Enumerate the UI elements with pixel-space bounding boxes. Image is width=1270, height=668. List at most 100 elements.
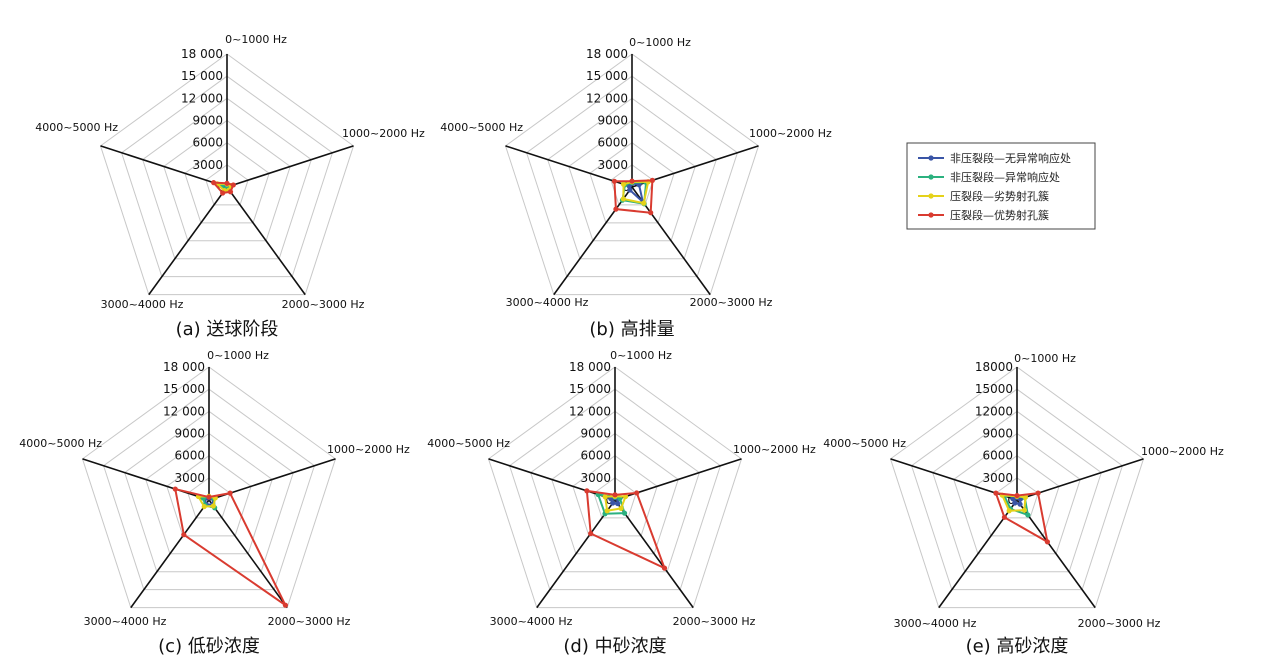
data-point — [1021, 507, 1027, 513]
data-point — [210, 503, 216, 509]
grid-ring — [572, 455, 658, 537]
axis-label: 1000~2000 Hz — [342, 127, 425, 140]
axis-label: 3000~4000 Hz — [101, 298, 184, 311]
tick-label: 18 000 — [569, 360, 611, 374]
grid-ring — [610, 164, 654, 206]
axis-spoke — [1016, 499, 1096, 609]
legend-label: 非压裂段—无异常响应处 — [950, 151, 1071, 165]
data-point — [211, 180, 217, 186]
grid-ring — [187, 477, 231, 519]
grid-ring — [99, 53, 355, 296]
axis-spoke — [505, 145, 633, 188]
data-point — [201, 503, 207, 510]
data-point — [627, 187, 633, 193]
data-point — [220, 190, 226, 196]
grid-ring — [205, 164, 249, 206]
axis-label: 1000~2000 Hz — [733, 443, 816, 456]
grid-ring — [889, 366, 1145, 609]
data-point — [172, 486, 178, 492]
data-point — [227, 490, 233, 496]
grid-ring — [163, 119, 291, 242]
axis-label: 3000~4000 Hz — [894, 617, 977, 630]
data-point — [634, 490, 640, 496]
data-point — [230, 182, 236, 188]
axis-label: 4000~5000 Hz — [823, 437, 906, 450]
data-point — [615, 500, 621, 507]
panel-caption: (b) 高排量 — [589, 319, 674, 340]
panel-caption: (a) 送球阶段 — [176, 319, 279, 340]
axis-label: 2000~3000 Hz — [690, 296, 773, 309]
data-point — [1025, 512, 1031, 518]
grid-ring — [487, 366, 743, 609]
data-point — [584, 488, 590, 494]
grid-ring — [589, 142, 675, 224]
data-point — [613, 206, 619, 212]
series-line — [613, 179, 654, 214]
grid-ring — [103, 388, 315, 591]
data-point — [1010, 496, 1016, 502]
tick-label: 9000 — [580, 427, 611, 441]
grid-ring — [504, 53, 760, 296]
grid-ring — [124, 410, 294, 573]
panel-caption: (d) 中砂浓度 — [563, 636, 666, 657]
tick-label: 3000 — [580, 471, 611, 485]
tick-label: 6000 — [982, 449, 1013, 463]
grid-ring — [121, 75, 333, 278]
tick-label: 15 000 — [163, 382, 205, 396]
axis-label: 0~1000 Hz — [1014, 352, 1076, 365]
data-point — [1014, 492, 1020, 499]
tick-label: 9000 — [174, 427, 205, 441]
data-point — [1006, 508, 1012, 514]
legend-swatch-marker — [928, 174, 934, 180]
tick-label: 18 000 — [163, 360, 205, 374]
axis-label: 1000~2000 Hz — [1141, 445, 1224, 458]
axis-label: 0~1000 Hz — [629, 36, 691, 49]
data-point — [604, 508, 610, 514]
tick-label: 9000 — [982, 427, 1013, 441]
grid-ring — [145, 432, 273, 555]
data-point — [1017, 501, 1023, 507]
data-point — [1035, 490, 1041, 496]
tick-label: 18 000 — [181, 47, 223, 61]
panel-caption: (e) 高砂浓度 — [966, 636, 1069, 657]
grid-ring — [526, 75, 738, 278]
tick-label: 15 000 — [569, 382, 611, 396]
legend-label: 压裂段—劣势射孔簇 — [950, 189, 1049, 203]
tick-label: 6000 — [597, 136, 628, 150]
axis-label: 1000~2000 Hz — [749, 127, 832, 140]
grid-ring — [911, 388, 1123, 591]
data-point — [611, 178, 618, 184]
grid-ring — [974, 455, 1060, 537]
data-point — [612, 492, 618, 498]
axis-label: 4000~5000 Hz — [440, 121, 523, 134]
data-point — [227, 189, 234, 195]
legend-swatch-marker — [928, 155, 934, 161]
axis-label: 2000~3000 Hz — [282, 298, 365, 311]
tick-label: 15000 — [975, 382, 1013, 396]
tick-label: 18 000 — [586, 47, 628, 61]
axis-label: 4000~5000 Hz — [427, 437, 510, 450]
data-point — [1012, 500, 1018, 506]
grid-ring — [551, 432, 679, 555]
tick-label: 3000 — [597, 158, 628, 172]
tick-label: 6000 — [580, 449, 611, 463]
series-line — [585, 489, 666, 570]
axis-spoke — [614, 499, 694, 609]
tick-label: 12 000 — [181, 91, 223, 105]
axis-label: 3000~4000 Hz — [506, 296, 589, 309]
legend-label: 非压裂段—异常响应处 — [950, 170, 1060, 184]
grid-ring — [166, 455, 252, 537]
data-point — [629, 178, 635, 184]
axis-spoke — [226, 186, 306, 296]
axis-label: 3000~4000 Hz — [84, 615, 167, 628]
axis-label: 4000~5000 Hz — [19, 437, 102, 450]
radar-panel-5: 03000600090001200015000180000~1000 Hz100… — [823, 352, 1224, 657]
tick-label: 9000 — [597, 114, 628, 128]
data-point — [282, 602, 289, 608]
axis-spoke — [82, 458, 210, 501]
tick-label: 3000 — [174, 471, 205, 485]
tick-label: 12 000 — [569, 404, 611, 418]
